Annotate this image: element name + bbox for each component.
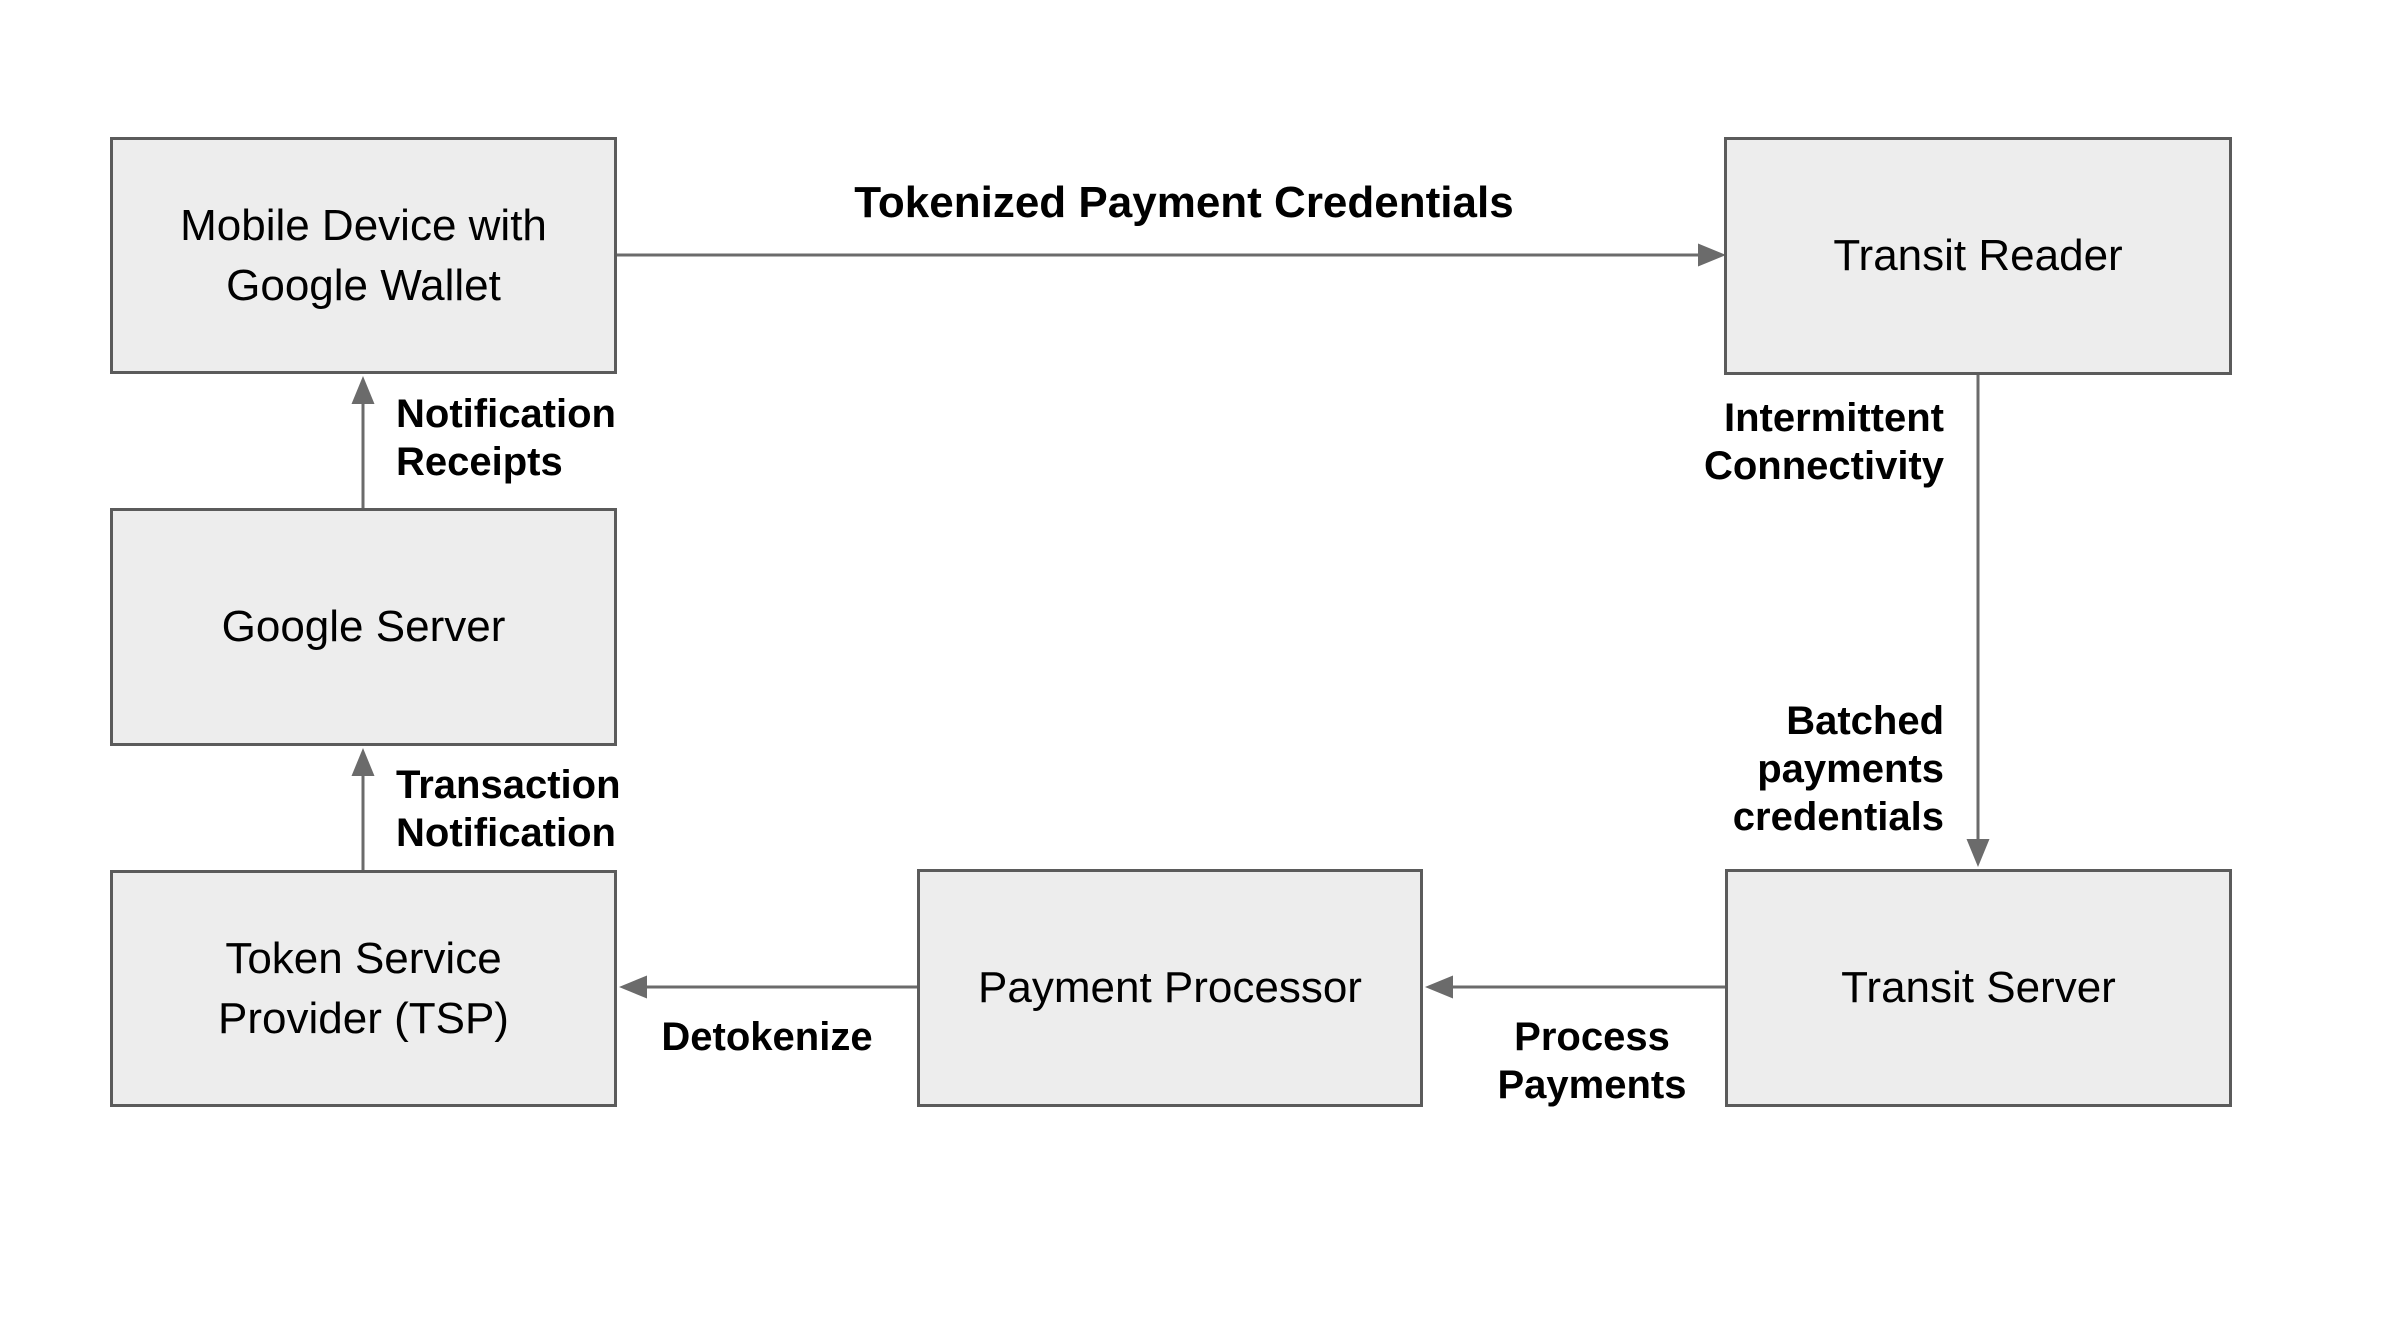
arrow-transaction-notification — [351, 748, 375, 870]
edge-label-intermittent-connectivity: Intermittent Connectivity — [1703, 396, 1944, 488]
arrow-process-payments — [1425, 975, 1725, 999]
edge-label-tokenized-payment-credentials: Tokenized Payment Credentials — [854, 178, 1514, 227]
node-transit-server-label: Transit Server — [1841, 963, 2116, 1013]
edge-label-process-payments: Process Payments — [1497, 1015, 1687, 1107]
node-google-server: Google Server — [110, 508, 617, 746]
node-mobile-device-label: Mobile Device with Google Wallet — [180, 201, 547, 310]
arrow-tokenized-payment-credentials — [617, 243, 1726, 267]
arrow-detokenize — [619, 975, 917, 999]
node-transit-reader: Transit Reader — [1724, 137, 2232, 375]
edge-label-transaction-notification: Transaction Notification — [396, 763, 621, 855]
edge-label-detokenize: Detokenize — [661, 1015, 873, 1059]
node-tsp: Token Service Provider (TSP) — [110, 870, 617, 1107]
edge-label-notification-receipts: Notification Receipts — [396, 392, 616, 484]
node-payment-processor: Payment Processor — [917, 869, 1423, 1107]
node-mobile-device: Mobile Device with Google Wallet — [110, 137, 617, 374]
node-transit-reader-label: Transit Reader — [1833, 231, 2123, 281]
arrow-batched-payments-credentials — [1966, 375, 1990, 867]
node-payment-processor-label: Payment Processor — [978, 963, 1362, 1013]
node-google-server-label: Google Server — [221, 602, 506, 652]
node-transit-server: Transit Server — [1725, 869, 2232, 1107]
edge-label-batched-payments-credentials: Batched payments credentials — [1732, 699, 1944, 839]
arrow-notification-receipts — [351, 376, 375, 508]
node-tsp-label: Token Service Provider (TSP) — [218, 934, 509, 1043]
